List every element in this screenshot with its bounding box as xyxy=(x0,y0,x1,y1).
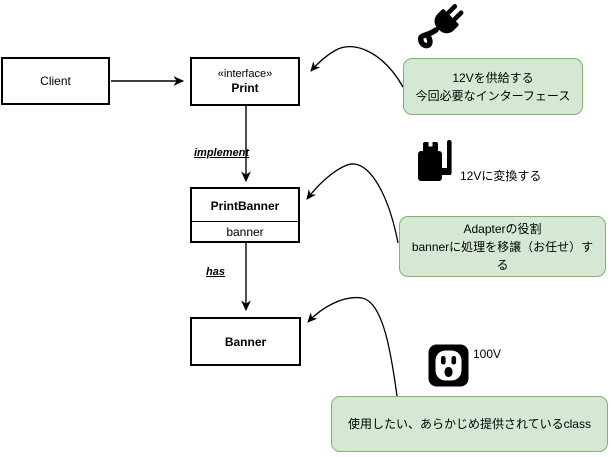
edge-note-to-printbanner xyxy=(306,163,399,244)
adapter-note: Adapterの役割 bannerに処理を移譲（お任せ）する xyxy=(399,216,606,277)
print-stereotype: «interface» xyxy=(217,68,273,80)
electric-plug-icon xyxy=(417,4,464,49)
interface-note-line2: 今回必要なインターフェース xyxy=(415,88,571,103)
banner-class-name: Banner xyxy=(224,335,267,349)
banner-class-box: Banner xyxy=(190,317,301,366)
client-class-name: Client xyxy=(40,74,71,88)
printbanner-attribute-compartment: banner xyxy=(192,222,298,241)
print-interface-name: Print xyxy=(231,81,259,95)
interface-note-line1: 12Vを供給する xyxy=(452,70,534,85)
printbanner-class-box: PrintBanner banner xyxy=(190,187,300,243)
printbanner-name-compartment: PrintBanner xyxy=(192,189,298,222)
power-outlet-icon xyxy=(428,344,469,387)
printbanner-attribute: banner xyxy=(226,224,264,239)
provided-class-note-line1: 使用したい、あらかじめ提供されているclass xyxy=(348,417,591,431)
printbanner-class-name: PrintBanner xyxy=(210,198,280,213)
adapter-caption: 12Vに変換する xyxy=(460,169,542,183)
power-adapter-icon xyxy=(418,140,452,181)
provided-class-note: 使用したい、あらかじめ提供されているclass xyxy=(331,396,608,452)
edge-note-to-print xyxy=(310,45,404,88)
client-class-box: Client xyxy=(1,57,110,105)
outlet-caption: 100V xyxy=(473,347,502,361)
adapter-note-line2: bannerに処理を移譲（お任せ）する xyxy=(411,239,594,272)
edge-note-to-banner xyxy=(307,296,398,397)
adapter-note-line1: Adapterの役割 xyxy=(463,221,542,236)
has-edge-label: has xyxy=(206,266,225,278)
implement-edge-label: implement xyxy=(194,147,250,159)
print-interface-box: «interface» Print xyxy=(190,57,300,106)
interface-note: 12Vを供給する 今回必要なインターフェース xyxy=(403,58,583,115)
